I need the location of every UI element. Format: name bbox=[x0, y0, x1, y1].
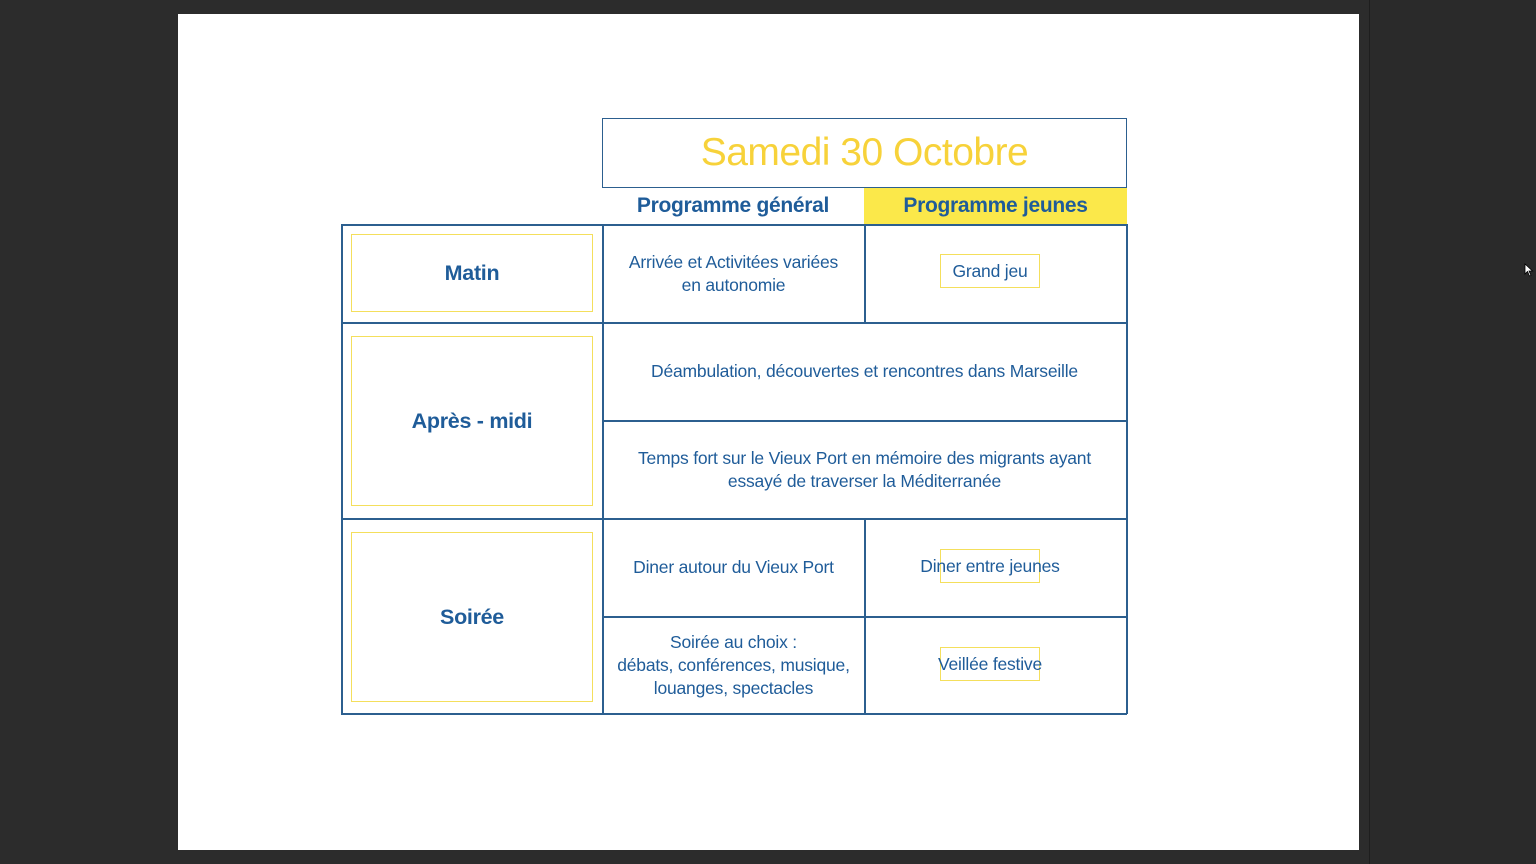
cell-text-line: Temps fort sur le Vieux Port en mémoire … bbox=[638, 447, 1091, 468]
cell-apres-midi-1: Déambulation, découvertes et rencontres … bbox=[651, 361, 1078, 381]
cell-text-line: Soirée au choix : bbox=[670, 631, 797, 652]
page-title: Samedi 30 Octobre bbox=[700, 131, 1029, 174]
cell-soiree-general-1: Diner autour du Vieux Port bbox=[633, 557, 834, 577]
grid-line-row-1 bbox=[341, 322, 1127, 324]
cell-text-line: Arrivée et Activitées variées bbox=[628, 251, 839, 272]
grid-line-top bbox=[341, 224, 1127, 226]
grid-line-period-column bbox=[602, 224, 604, 714]
cell-soiree-jeunes-1: Diner entre jeunes bbox=[920, 555, 1060, 576]
grid-line-row-3 bbox=[341, 518, 1127, 520]
cell-text-line: essayé de traverser la Méditerranée bbox=[727, 470, 1002, 491]
tag-box-veillee bbox=[940, 647, 1040, 681]
grid-line-row-4 bbox=[602, 616, 1127, 618]
mouse-pointer-icon bbox=[1524, 263, 1534, 277]
cell-matin-general: Arrivée et Activitées variées en autonom… bbox=[603, 225, 864, 322]
cell-text-line: louanges, spectacles bbox=[653, 677, 814, 698]
period-apres-midi: Après - midi bbox=[351, 336, 593, 506]
tag-box-grand-jeu bbox=[940, 254, 1040, 288]
grid-line-row-2 bbox=[602, 420, 1127, 422]
side-panel bbox=[1369, 0, 1536, 864]
cell-soiree-jeunes-2: Veillée festive bbox=[937, 653, 1042, 674]
cell-apres-midi-2: Temps fort sur le Vieux Port en mémoire … bbox=[603, 421, 1126, 518]
period-matin: Matin bbox=[351, 234, 593, 312]
title-box: Samedi 30 Octobre bbox=[602, 118, 1127, 188]
cell-soiree-general-2: Soirée au choix : débats, conférences, m… bbox=[603, 617, 864, 713]
cell-matin-jeunes: Grand jeu bbox=[952, 260, 1028, 281]
grid-line-bottom bbox=[341, 713, 1127, 715]
cell-text-line: débats, conférences, musique, bbox=[617, 654, 850, 675]
period-soiree: Soirée bbox=[351, 532, 593, 702]
column-header-general: Programme général bbox=[636, 194, 830, 217]
slide-page: Samedi 30 Octobre Programme général Prog… bbox=[178, 14, 1359, 850]
grid-line-middle-top bbox=[864, 224, 866, 322]
tag-box-diner-jeunes bbox=[940, 549, 1040, 583]
column-header-jeunes: Programme jeunes bbox=[864, 188, 1127, 224]
grid-line-right bbox=[1126, 224, 1128, 714]
cell-text-line: en autonomie bbox=[681, 274, 786, 295]
grid-line-left bbox=[341, 224, 343, 714]
